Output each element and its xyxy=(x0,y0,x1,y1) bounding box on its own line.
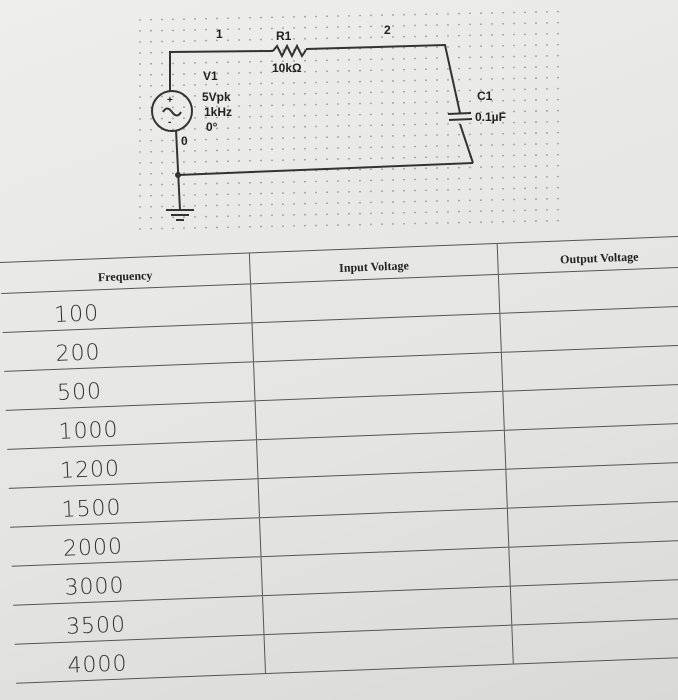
capacitor-name: C1 xyxy=(477,89,493,103)
resistor-symbol xyxy=(272,43,307,59)
output-voltage-cell[interactable] xyxy=(500,306,678,352)
output-voltage-cell[interactable] xyxy=(505,423,678,469)
node-0-label: 0 xyxy=(181,134,188,148)
output-voltage-cell[interactable] xyxy=(511,579,678,625)
frequency-value: 500 xyxy=(56,379,103,406)
output-voltage-cell[interactable] xyxy=(509,540,678,586)
wire-top-left xyxy=(169,50,274,92)
frequency-value: 3500 xyxy=(65,612,127,640)
frequency-value: 4000 xyxy=(67,651,129,679)
resistor-value: 10kΩ xyxy=(272,61,302,75)
frequency-cell: 4000 xyxy=(14,635,266,683)
wire-cap-bottom xyxy=(459,123,474,164)
frequency-value: 2000 xyxy=(62,534,124,562)
frequency-value: 100 xyxy=(53,301,100,328)
output-voltage-cell[interactable] xyxy=(499,267,678,313)
frequency-value: 3000 xyxy=(64,573,126,601)
capacitor-value: 0.1µF xyxy=(475,110,506,124)
capacitor-plate-top xyxy=(447,112,472,115)
frequency-table: Frequency Input Voltage Output Voltage 1… xyxy=(0,235,678,684)
node-1-label: 1 xyxy=(216,27,223,41)
output-voltage-cell[interactable] xyxy=(508,501,678,547)
source-phase: 0° xyxy=(206,120,218,134)
plus-sign: + xyxy=(167,95,173,106)
source-frequency: 1kHz xyxy=(204,105,232,119)
sine-icon xyxy=(162,107,182,117)
ac-source-symbol xyxy=(151,90,193,132)
frequency-value: 1000 xyxy=(58,417,120,445)
header-output-voltage: Output Voltage xyxy=(559,249,639,267)
wire-source-ground xyxy=(175,129,181,211)
frequency-value: 1200 xyxy=(59,456,121,484)
grid-dots xyxy=(139,10,559,230)
frequency-value: 200 xyxy=(55,340,102,367)
circuit-schematic: + - 1 2 0 R1 10kΩ V1 5Vpk 1kHz 0° C1 0.1… xyxy=(139,10,559,230)
source-amplitude: 5Vpk xyxy=(202,90,231,104)
output-voltage-cell[interactable] xyxy=(503,384,678,430)
minus-sign: - xyxy=(168,117,171,128)
resistor-name: R1 xyxy=(276,29,292,43)
output-voltage-cell[interactable] xyxy=(502,345,678,391)
output-voltage-cell[interactable] xyxy=(506,462,678,508)
node-2-label: 2 xyxy=(384,23,391,37)
wire-top-right xyxy=(305,43,461,114)
source-name: V1 xyxy=(203,69,218,83)
capacitor-plate-bottom xyxy=(448,118,473,121)
input-voltage-cell[interactable] xyxy=(264,625,514,674)
junction-dot xyxy=(175,172,181,178)
frequency-value: 1500 xyxy=(61,495,123,523)
output-voltage-cell[interactable] xyxy=(512,618,678,664)
wire-bottom xyxy=(177,162,474,176)
